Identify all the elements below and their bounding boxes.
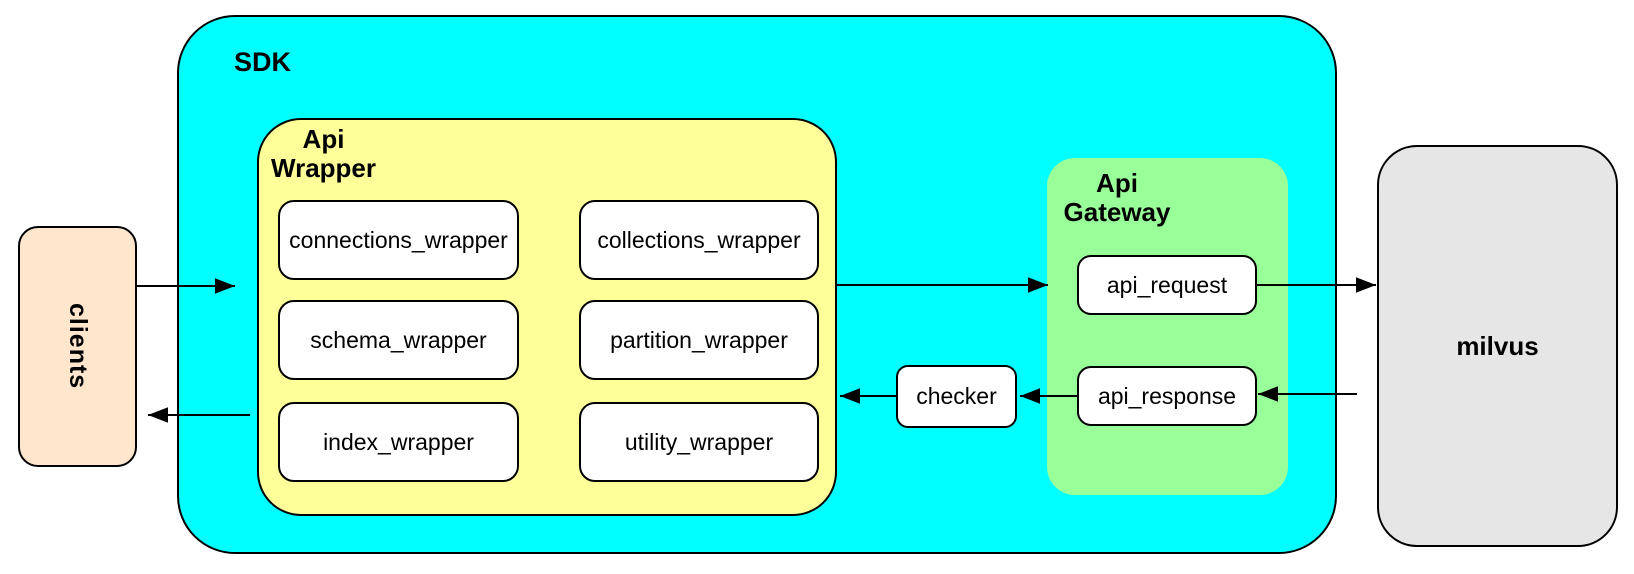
api-request-label: api_request: [1106, 271, 1228, 298]
partition-wrapper-label: partition_wrapper: [610, 326, 788, 353]
checker-node: checker: [896, 365, 1017, 428]
utility-wrapper-label: utility_wrapper: [624, 428, 774, 455]
collections-wrapper-node: collections_wrapper: [579, 200, 819, 280]
connections-wrapper-node: connections_wrapper: [278, 200, 519, 280]
api-response-node: api_response: [1077, 366, 1257, 426]
utility-wrapper-node: utility_wrapper: [579, 402, 819, 482]
index-wrapper-label: index_wrapper: [323, 428, 474, 455]
index-wrapper-node: index_wrapper: [278, 402, 519, 482]
connections-wrapper-label: connections_wrapper: [289, 226, 508, 253]
api-wrapper-container: Api Wrapper connections_wrapper collecti…: [257, 118, 837, 516]
clients-label: clients: [64, 303, 92, 390]
milvus-label: milvus: [1456, 330, 1539, 361]
schema-wrapper-label: schema_wrapper: [310, 326, 487, 353]
collections-wrapper-label: collections_wrapper: [597, 226, 801, 253]
api-wrapper-label: Api Wrapper: [271, 124, 376, 183]
clients-node: clients: [18, 226, 137, 467]
milvus-node: milvus: [1377, 145, 1618, 547]
api-request-node: api_request: [1077, 255, 1257, 315]
checker-label: checker: [916, 383, 997, 409]
schema-wrapper-node: schema_wrapper: [278, 300, 519, 380]
sdk-label: SDK: [234, 47, 292, 77]
api-gateway-label: Api Gateway: [1063, 168, 1171, 227]
partition-wrapper-node: partition_wrapper: [579, 300, 819, 380]
api-response-label: api_response: [1097, 382, 1237, 409]
api-gateway-container: Api Gateway api_request api_response: [1047, 158, 1288, 495]
